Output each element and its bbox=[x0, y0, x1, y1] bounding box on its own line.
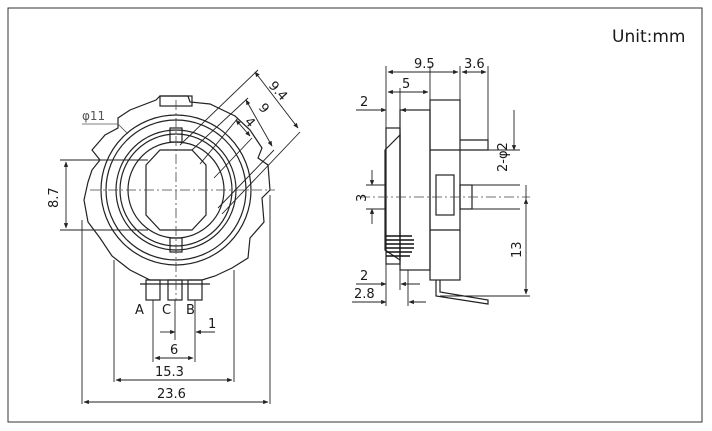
dim-9: 9 bbox=[255, 101, 272, 117]
side-flange bbox=[385, 127, 401, 265]
pin-label-a: A bbox=[135, 303, 144, 318]
dim-2-bottom: 2 bbox=[360, 269, 368, 284]
dim-1: 1 bbox=[208, 317, 216, 332]
dim-23-6: 23.6 bbox=[157, 387, 186, 402]
unit-label: Unit:mm bbox=[612, 27, 685, 47]
side-right-dims bbox=[440, 110, 530, 297]
drawing-frame bbox=[7, 7, 703, 423]
dim-15-3: 15.3 bbox=[155, 365, 184, 380]
front-centerlines bbox=[90, 100, 275, 300]
dim-5: 5 bbox=[402, 77, 410, 92]
dim-8-7-lines bbox=[60, 159, 148, 231]
dim-2-phi2: 2-φ2 bbox=[496, 142, 511, 172]
side-left-dims bbox=[366, 170, 386, 224]
dim-6: 6 bbox=[170, 343, 178, 358]
pin-a bbox=[145, 279, 161, 301]
front-bottom-dims bbox=[81, 195, 271, 405]
dim-9-4: 9.4 bbox=[265, 79, 290, 104]
side-view bbox=[384, 99, 489, 305]
diameter-callout: φ11 bbox=[82, 109, 105, 123]
shaft-hole bbox=[145, 149, 207, 231]
bottom-lead bbox=[435, 280, 489, 305]
pin-b bbox=[187, 279, 203, 301]
dim-9-5: 9.5 bbox=[414, 57, 435, 72]
dim-13: 13 bbox=[510, 241, 525, 258]
top-lead bbox=[460, 139, 489, 151]
side-plate bbox=[429, 99, 461, 281]
diameter-leader bbox=[82, 123, 129, 135]
dim-8-7: 8.7 bbox=[47, 187, 62, 208]
dim-2-top: 2 bbox=[360, 95, 368, 110]
diagonal-dims bbox=[179, 69, 301, 215]
dim-3-6: 3.6 bbox=[464, 57, 485, 72]
side-bottom-dims bbox=[352, 264, 426, 306]
dim-2-8: 2.8 bbox=[354, 287, 375, 302]
side-top-dims bbox=[356, 66, 489, 140]
pin-c bbox=[167, 279, 183, 301]
pin-label-c: C bbox=[162, 303, 171, 318]
pin-label-b: B bbox=[186, 303, 195, 318]
knurl-hatching bbox=[386, 235, 414, 257]
side-body bbox=[399, 109, 431, 271]
dim-3: 3 bbox=[355, 194, 370, 202]
side-knurl bbox=[384, 133, 401, 262]
